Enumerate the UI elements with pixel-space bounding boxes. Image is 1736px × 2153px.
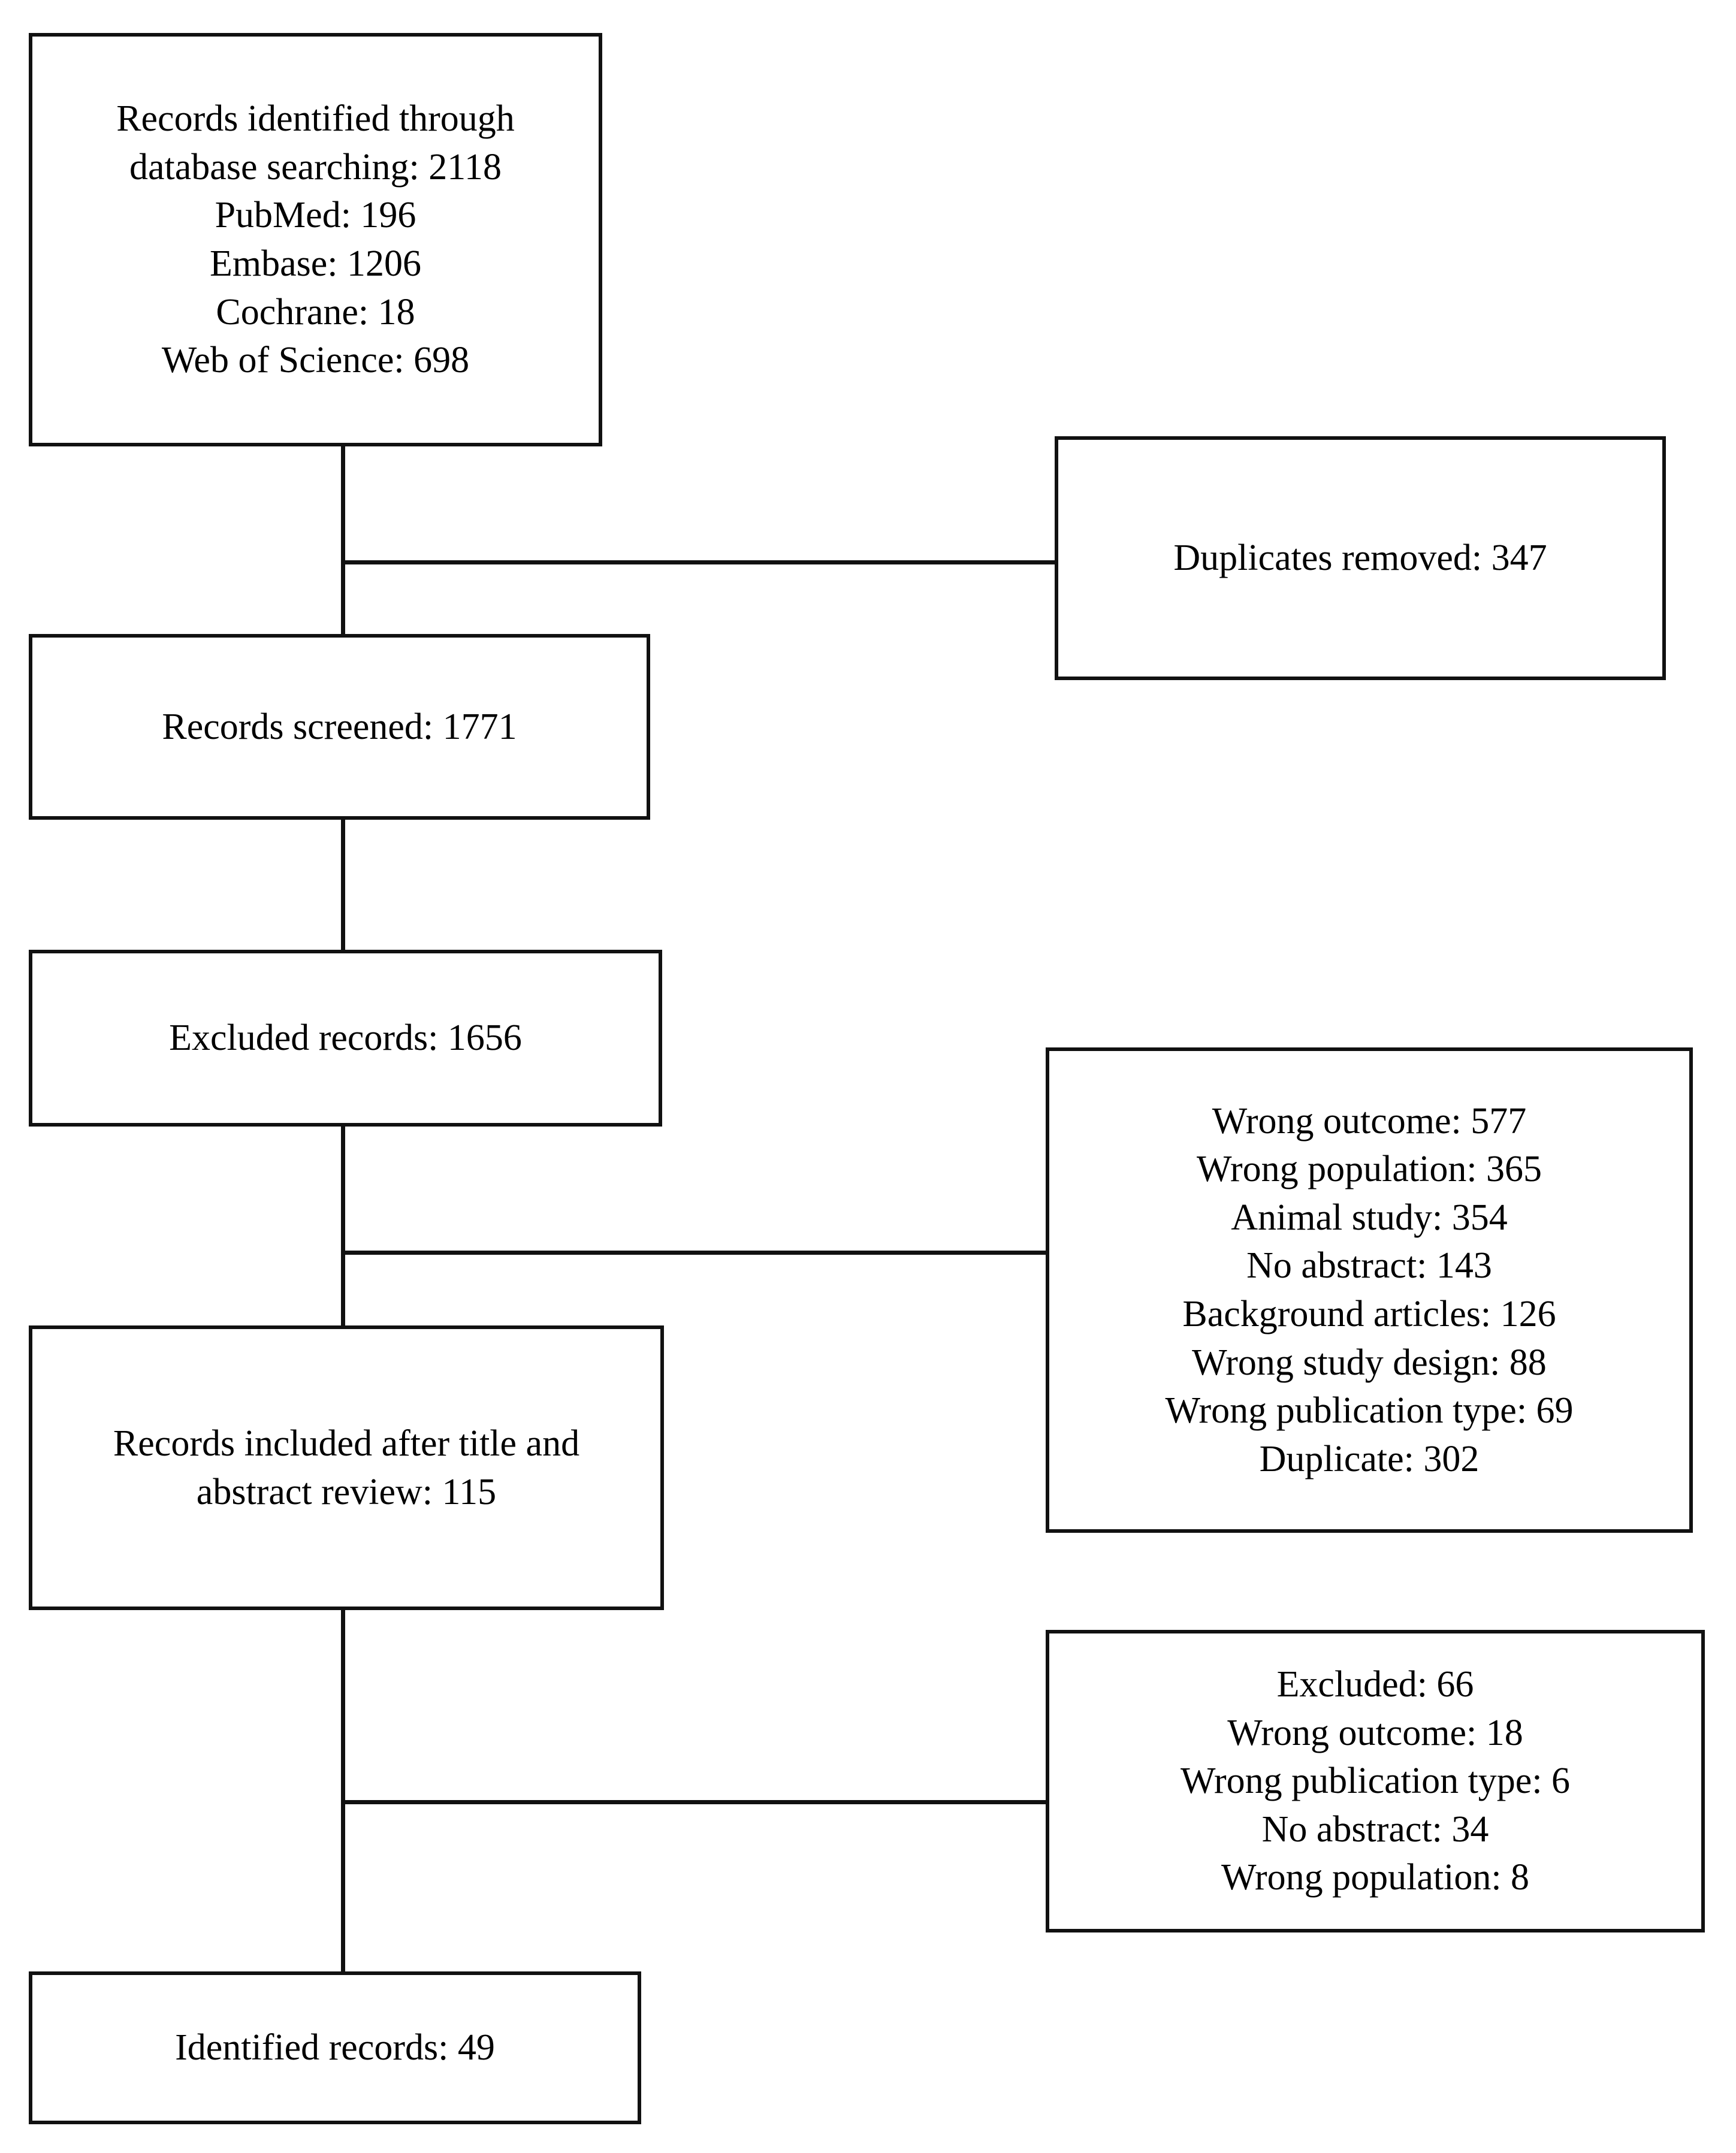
records-screened-line-1: Records screened: 1771	[162, 706, 517, 747]
node-excluded-records: Excluded records: 1656	[29, 950, 662, 1127]
exclusion-fulltext-line-4: No abstract: 34	[1261, 1808, 1489, 1850]
connector-branch-to-exclusion-reasons-fulltext	[341, 1800, 1048, 1804]
exclusion-fulltext-line-2: Wrong outcome: 18	[1227, 1712, 1523, 1753]
connector-branch-to-exclusion-reasons-screening	[341, 1251, 1048, 1255]
exclusion-fulltext-line-1: Excluded: 66	[1276, 1664, 1474, 1705]
node-records-identified: Records identified through database sear…	[29, 33, 602, 446]
node-records-included-after-review: Records included after title and abstrac…	[29, 1325, 664, 1610]
records-identified-line-4: Embase: 1206	[210, 243, 421, 284]
node-identified-records-final: Identified records: 49	[29, 1971, 641, 2124]
connector-screened-to-excluded	[341, 818, 345, 952]
exclusion-screening-line-7: Wrong publication type: 69	[1165, 1390, 1574, 1432]
exclusion-screening-line-6: Wrong study design: 88	[1192, 1342, 1547, 1383]
records-identified-line-6: Web of Science: 698	[161, 340, 470, 381]
exclusion-fulltext-line-3: Wrong publication type: 6	[1180, 1761, 1571, 1802]
exclusion-screening-line-2: Wrong population: 365	[1196, 1149, 1542, 1190]
exclusion-screening-line-3: Animal study: 354	[1231, 1197, 1508, 1238]
records-identified-line-2: database searching: 2118	[129, 146, 502, 188]
connector-branch-to-duplicates	[341, 560, 1057, 564]
records-identified-line-3: PubMed: 196	[215, 195, 416, 236]
identified-records-final-line-1: Identified records: 49	[175, 2027, 495, 2069]
node-exclusion-reasons-screening: Wrong outcome: 577 Wrong population: 365…	[1046, 1047, 1693, 1533]
connector-identified-to-screened	[341, 446, 345, 636]
duplicates-removed-line-1: Duplicates removed: 347	[1173, 538, 1547, 579]
node-exclusion-reasons-fulltext: Excluded: 66 Wrong outcome: 18 Wrong pub…	[1046, 1630, 1705, 1932]
records-identified-line-5: Cochrane: 18	[216, 291, 415, 333]
node-duplicates-removed: Duplicates removed: 347	[1055, 436, 1666, 680]
included-after-review-line-1: Records included after title and	[113, 1423, 580, 1464]
exclusion-screening-line-4: No abstract: 143	[1246, 1245, 1492, 1287]
node-records-screened: Records screened: 1771	[29, 634, 650, 820]
excluded-records-line-1: Excluded records: 1656	[169, 1017, 522, 1059]
exclusion-screening-line-1: Wrong outcome: 577	[1212, 1100, 1527, 1142]
included-after-review-line-2: abstract review: 115	[196, 1471, 497, 1512]
exclusion-screening-line-5: Background articles: 126	[1182, 1294, 1556, 1334]
exclusion-fulltext-line-5: Wrong population: 8	[1221, 1857, 1530, 1898]
exclusion-screening-line-8: Duplicate: 302	[1259, 1438, 1480, 1479]
connector-excluded-to-included	[341, 1125, 345, 1327]
records-identified-line-1: Records identified through	[116, 98, 515, 140]
connector-included-to-final	[341, 1608, 345, 1973]
